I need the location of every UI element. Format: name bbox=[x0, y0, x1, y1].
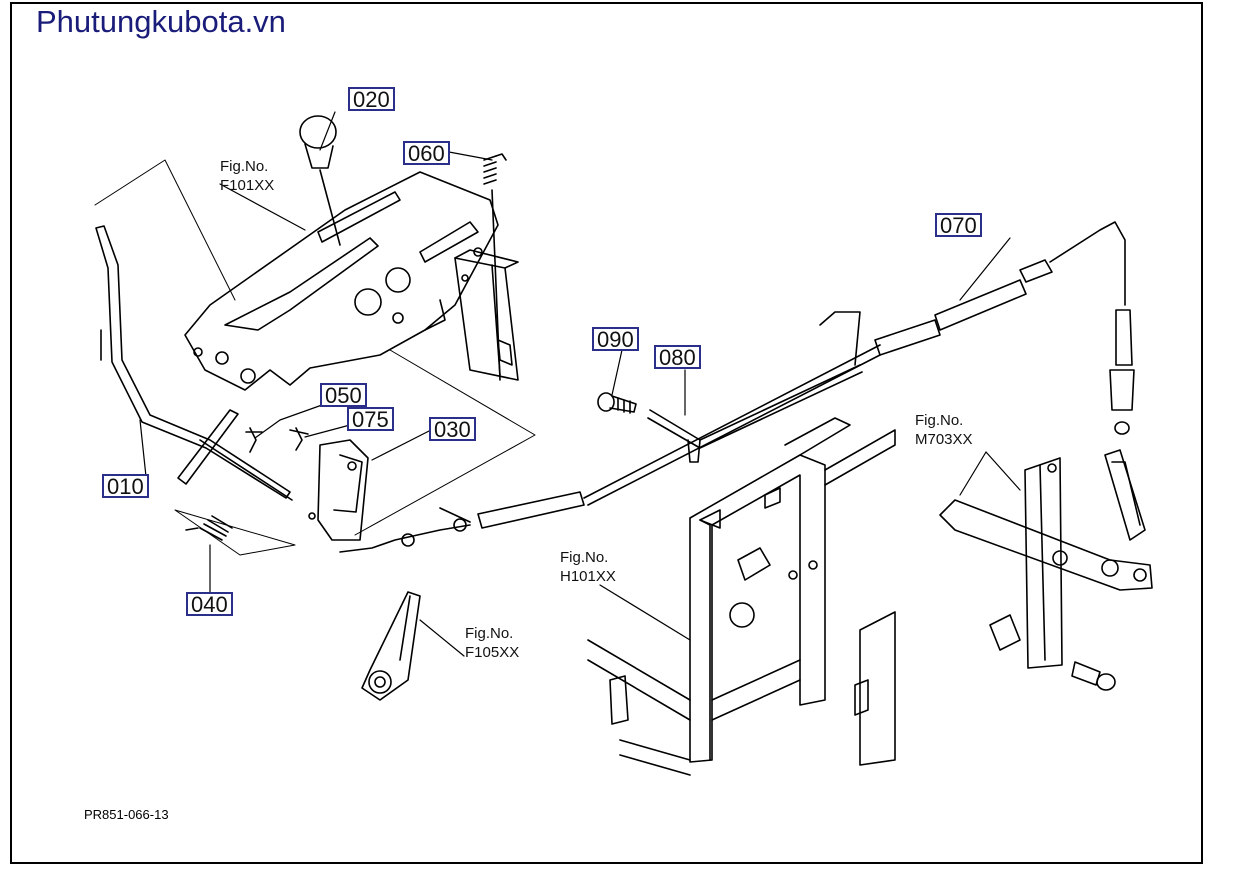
fig-ref-caption: Fig.No. bbox=[915, 412, 964, 429]
part-label-060[interactable]: 060 bbox=[403, 141, 450, 165]
drawing-frame bbox=[10, 2, 1203, 864]
fig-ref-caption: Fig.No. bbox=[220, 158, 269, 175]
part-label-075[interactable]: 075 bbox=[347, 407, 394, 431]
part-label-080[interactable]: 080 bbox=[654, 345, 701, 369]
part-label-050[interactable]: 050 bbox=[320, 383, 367, 407]
fig-ref-number: M703XX bbox=[915, 431, 973, 448]
clip-050[interactable] bbox=[246, 428, 262, 452]
drawing-code: PR851-066-13 bbox=[84, 807, 169, 822]
part-label-040[interactable]: 040 bbox=[186, 592, 233, 616]
rod-080[interactable] bbox=[648, 312, 862, 462]
spring-040[interactable] bbox=[186, 516, 232, 540]
right-bracket-assembly bbox=[940, 450, 1152, 690]
fig-ref-f105xx: Fig.No. F105XX bbox=[465, 624, 519, 662]
fig-ref-f101xx: Fig.No. F101XX bbox=[220, 157, 274, 195]
leader-lines bbox=[140, 112, 1020, 656]
cable-070[interactable] bbox=[340, 222, 1134, 552]
fig-ref-m703xx: Fig.No. M703XX bbox=[915, 411, 973, 449]
guide-plate bbox=[185, 172, 498, 390]
fig-ref-caption: Fig.No. bbox=[560, 549, 609, 566]
fig-ref-number: H101XX bbox=[560, 568, 616, 585]
lever-bracket bbox=[455, 248, 518, 380]
fig-ref-h101xx: Fig.No. H101XX bbox=[560, 548, 616, 586]
fig-ref-number: F105XX bbox=[465, 644, 520, 661]
bolt-090[interactable] bbox=[598, 393, 636, 413]
link-lever bbox=[362, 592, 420, 700]
site-brand[interactable]: Phutungkubota.vn bbox=[36, 4, 286, 39]
part-label-090[interactable]: 090 bbox=[592, 327, 639, 351]
fig-ref-caption: Fig.No. bbox=[465, 625, 514, 642]
pin-plate bbox=[178, 410, 238, 484]
clip-075[interactable] bbox=[290, 428, 308, 450]
chassis-frame bbox=[588, 418, 895, 775]
part-label-020[interactable]: 020 bbox=[348, 87, 395, 111]
part-label-030[interactable]: 030 bbox=[429, 417, 476, 441]
shift-plate-030[interactable] bbox=[309, 440, 368, 540]
gear-lever-010[interactable] bbox=[96, 226, 292, 500]
fig-ref-number: F101XX bbox=[220, 177, 275, 194]
part-label-010[interactable]: 010 bbox=[102, 474, 149, 498]
part-label-070[interactable]: 070 bbox=[935, 213, 982, 237]
knob-020[interactable] bbox=[300, 116, 340, 245]
